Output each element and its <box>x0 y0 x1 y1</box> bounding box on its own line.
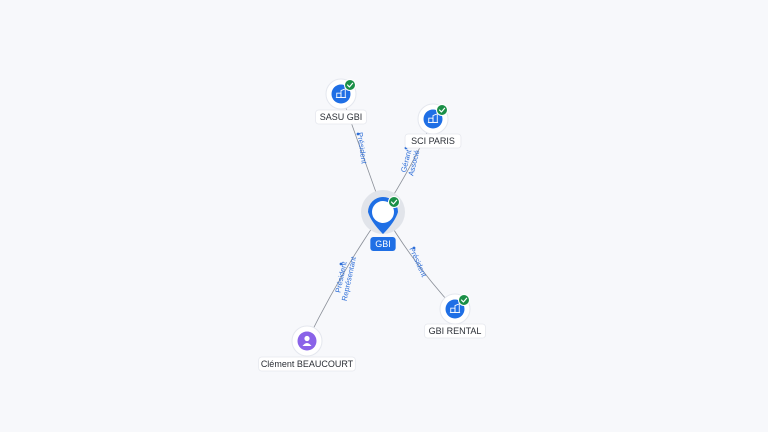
verified-check-icon <box>344 79 356 91</box>
node-sci[interactable]: SCI PARIS <box>404 103 462 149</box>
building-icon <box>377 205 389 217</box>
verified-check-icon <box>388 196 400 208</box>
verified-check-icon <box>436 104 448 116</box>
node-label: SASU GBI <box>315 109 367 125</box>
building-icon <box>427 113 439 123</box>
node-gbi[interactable]: GBI <box>361 190 405 251</box>
person-icon <box>302 335 312 346</box>
building-icon <box>449 303 461 313</box>
node-sasu[interactable]: SASU GBI <box>315 78 367 125</box>
node-label-text: Clément BEAUCOURT <box>261 359 354 369</box>
node-label: Clément BEAUCOURT <box>258 356 356 372</box>
edge-arrow <box>356 132 360 136</box>
edge-arrow <box>339 262 343 266</box>
node-label: GBI <box>370 237 396 251</box>
edge-arrow <box>412 246 416 250</box>
node-label-text: SASU GBI <box>320 112 363 122</box>
edge-label: Président <box>407 246 428 279</box>
node-label: GBI RENTAL <box>424 323 486 339</box>
edge-labels: Président <box>355 132 368 166</box>
node-clement[interactable]: Clément BEAUCOURT <box>258 325 356 372</box>
building-icon <box>335 88 347 98</box>
edge-label: Président <box>355 132 368 166</box>
node-label-text: GBI RENTAL <box>429 326 482 336</box>
node-label-text: GBI <box>375 239 391 249</box>
node-label: SCI PARIS <box>404 133 462 149</box>
node-label-text: SCI PARIS <box>411 136 455 146</box>
edge-labels: Président <box>407 246 428 279</box>
nodes-layer: GBI SASU GBI SCI PARIS GBI RENTAL Clément BE… <box>258 78 486 372</box>
verified-check-icon <box>458 294 470 306</box>
node-rental[interactable]: GBI RENTAL <box>424 293 486 339</box>
